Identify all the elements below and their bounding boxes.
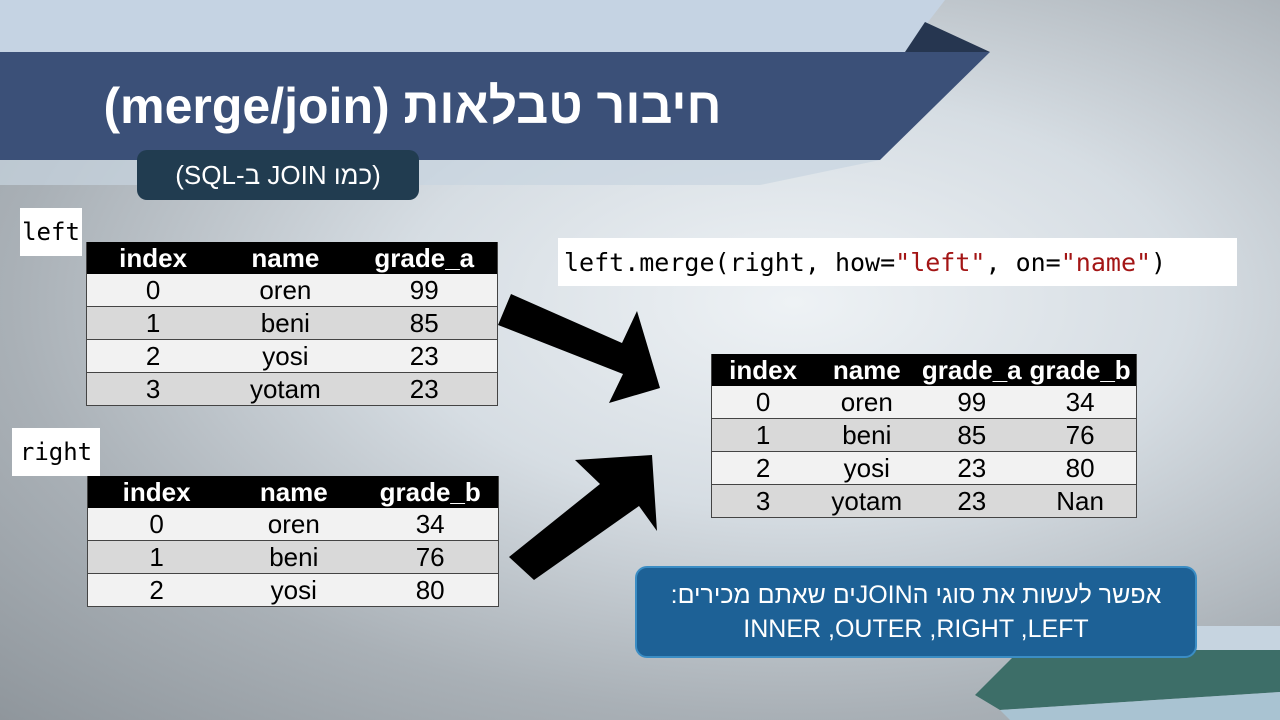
table-cell: 2 bbox=[87, 573, 226, 607]
column-header: grade_b bbox=[1024, 354, 1137, 386]
column-header: index bbox=[87, 476, 226, 508]
table-cell: 34 bbox=[362, 508, 499, 541]
table-cell: beni bbox=[219, 306, 352, 340]
table-cell: 34 bbox=[1024, 386, 1137, 419]
table-cell: Nan bbox=[1024, 484, 1137, 518]
left-label: left bbox=[20, 208, 82, 256]
table-cell: yosi bbox=[225, 573, 363, 607]
table-cell: 2 bbox=[86, 339, 220, 373]
column-header: index bbox=[86, 242, 220, 274]
table-cell: oren bbox=[814, 386, 920, 419]
code-how-value: "left" bbox=[895, 247, 986, 277]
code-on-keyword: on= bbox=[1015, 247, 1061, 277]
table-cell: 23 bbox=[351, 372, 498, 406]
right-label: right bbox=[12, 428, 100, 476]
note-line-1: אפשר לעשות את סוגי הJOINים שאתם מכירים: bbox=[670, 581, 1162, 609]
table-cell: beni bbox=[225, 540, 363, 574]
merge-code: left.merge(right, how="left", on="name") bbox=[558, 238, 1237, 286]
table-cell: oren bbox=[219, 274, 352, 307]
table-cell: 2 bbox=[711, 451, 815, 485]
table-cell: 0 bbox=[87, 508, 226, 541]
table-cell: 85 bbox=[919, 418, 1025, 452]
code-on-value: "name" bbox=[1060, 247, 1152, 277]
arrow-up-right-icon bbox=[509, 455, 657, 580]
table-cell: yotam bbox=[814, 484, 920, 518]
table-cell: 23 bbox=[919, 484, 1025, 518]
table-cell: 3 bbox=[86, 372, 220, 406]
code-separator: , bbox=[985, 247, 1016, 277]
table-cell: 1 bbox=[86, 306, 220, 340]
table-cell: 3 bbox=[711, 484, 815, 518]
table-cell: 23 bbox=[919, 451, 1025, 485]
table-cell: 76 bbox=[362, 540, 499, 574]
column-header: grade_b bbox=[362, 476, 499, 508]
table-cell: 80 bbox=[1024, 451, 1137, 485]
column-header: index bbox=[711, 354, 815, 386]
table-cell: oren bbox=[225, 508, 363, 541]
slide-title: חיבור טבלאות (merge/join) bbox=[103, 78, 722, 134]
table-cell: 80 bbox=[362, 573, 499, 607]
table-cell: yosi bbox=[219, 339, 352, 373]
table-cell: 99 bbox=[919, 386, 1025, 419]
table-cell: 1 bbox=[711, 418, 815, 452]
code-close: ) bbox=[1151, 247, 1167, 277]
column-header: grade_a bbox=[919, 354, 1025, 386]
join-types-note: אפשר לעשות את סוגי הJOINים שאתם מכירים: … bbox=[635, 566, 1197, 658]
arrow-down-right-icon bbox=[498, 294, 660, 403]
column-header: name bbox=[814, 354, 920, 386]
slide-subtitle: (כמו JOIN ב-SQL) bbox=[137, 150, 419, 200]
table-cell: 1 bbox=[87, 540, 226, 574]
table-cell: 0 bbox=[86, 274, 220, 307]
column-header: name bbox=[219, 242, 352, 274]
table-cell: beni bbox=[814, 418, 920, 452]
note-line-2: INNER ,OUTER ,RIGHT ,LEFT bbox=[743, 615, 1089, 643]
table-cell: yotam bbox=[219, 372, 352, 406]
column-header: grade_a bbox=[351, 242, 498, 274]
table-cell: 76 bbox=[1024, 418, 1137, 452]
table-cell: 99 bbox=[351, 274, 498, 307]
code-how-keyword: how= bbox=[834, 247, 896, 277]
table-cell: 23 bbox=[351, 339, 498, 373]
column-header: name bbox=[225, 476, 363, 508]
table-cell: 0 bbox=[711, 386, 815, 419]
table-cell: yosi bbox=[814, 451, 920, 485]
code-call: left.merge(right, bbox=[564, 247, 835, 277]
table-cell: 85 bbox=[351, 306, 498, 340]
